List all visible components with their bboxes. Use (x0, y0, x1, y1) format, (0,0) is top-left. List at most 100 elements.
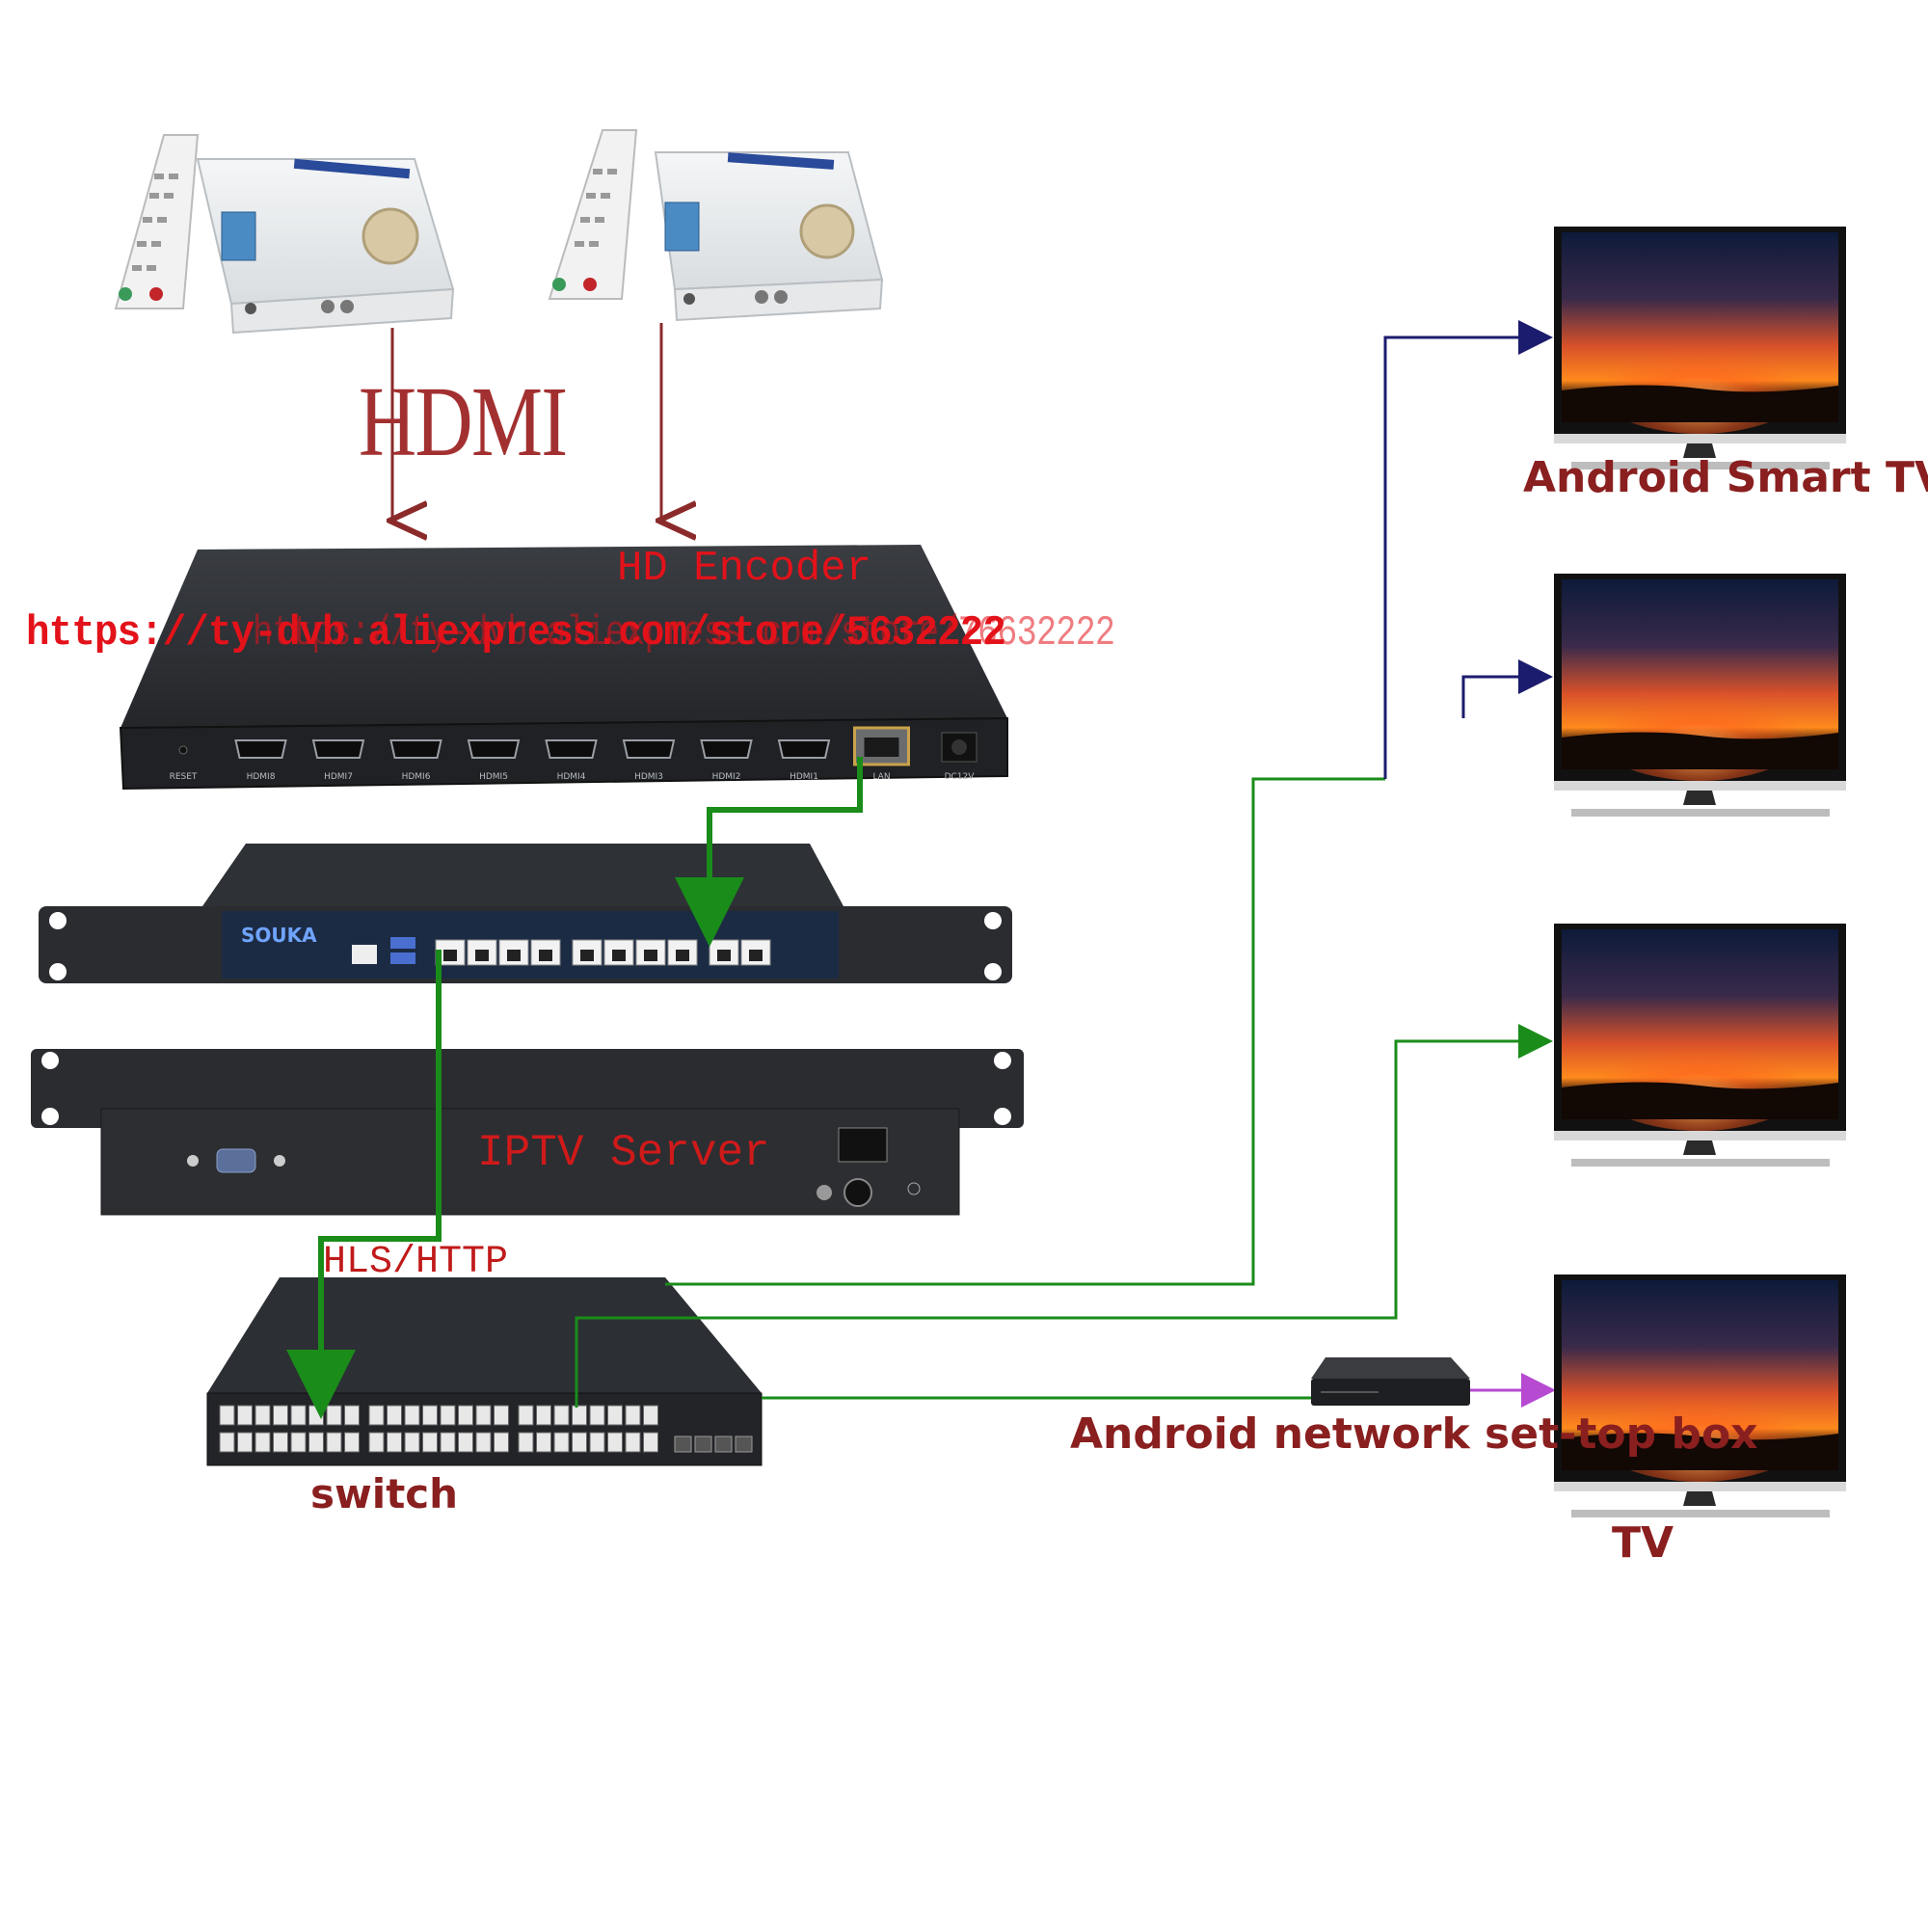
remote-control-2 (548, 129, 638, 300)
switch-ethernet-port (536, 1405, 551, 1426)
souka-brand-label: SOUKA (241, 924, 317, 947)
switch-ethernet-port (475, 1405, 492, 1426)
encoder-port-hdmi4: HDMI4 (545, 739, 598, 782)
switch-ethernet-port (237, 1432, 253, 1453)
encoder-port-hdmi5: HDMI5 (467, 739, 521, 782)
tv-3 (1554, 924, 1846, 1167)
switch-ethernet-port (553, 1432, 570, 1453)
switch-ethernet-port (254, 1432, 271, 1453)
switch-ethernet-port (404, 1432, 420, 1453)
switch-sfp-port (694, 1436, 712, 1453)
switch-ethernet-port (326, 1405, 342, 1426)
switch-ethernet-port (458, 1405, 473, 1426)
switch-ethernet-port (440, 1432, 456, 1453)
switch-ethernet-port (518, 1432, 534, 1453)
switch-ethernet-port (368, 1405, 385, 1426)
hdmi-label: HDMI (359, 366, 568, 477)
switch-ethernet-port (387, 1405, 402, 1426)
switch-ethernet-port (237, 1405, 253, 1426)
tv-2 (1554, 574, 1846, 817)
encoder-port-hdmi7: HDMI7 (311, 739, 365, 782)
switch-ethernet-port (475, 1432, 492, 1453)
switch-ethernet-port (572, 1432, 587, 1453)
network-switch-device (206, 1277, 763, 1466)
router-device (39, 844, 1012, 983)
iptv-server-label: IPTV Server (477, 1128, 770, 1178)
tv-4 (1554, 1275, 1846, 1517)
link-router-to-switch (286, 950, 442, 1419)
encoder-port-lan: LAN (853, 726, 910, 782)
tv-label: TV (1612, 1518, 1674, 1568)
encoder-port-label: DC12V (945, 772, 976, 782)
encoder-port-label: HDMI8 (247, 772, 276, 782)
settop-box-1 (196, 158, 455, 335)
encoder-port-hdmi8: HDMI8 (234, 739, 287, 782)
switch-ethernet-port (326, 1432, 342, 1453)
encoder-label: HD Encoder (617, 545, 872, 593)
switch-ethernet-port (344, 1432, 360, 1453)
switch-ethernet-port (572, 1405, 587, 1426)
switch-ethernet-port (494, 1405, 509, 1426)
switch-ethernet-port (553, 1405, 570, 1426)
switch-sfp-port (735, 1436, 753, 1453)
switch-sfp-port (714, 1436, 733, 1453)
encoder-port-label: HDMI3 (634, 772, 663, 782)
router-usb-port (390, 937, 415, 949)
encoder-port-label: RESET (170, 772, 198, 782)
switch-ethernet-port (643, 1432, 658, 1453)
tv-1 (1554, 227, 1846, 470)
switch-ethernet-port (273, 1405, 288, 1426)
switch-ethernet-port (458, 1432, 473, 1453)
switch-ethernet-port (643, 1405, 658, 1426)
encoder-port-label: HDMI4 (557, 772, 586, 782)
encoder-port-label: HDMI2 (712, 772, 741, 782)
encoder-port-label: LAN (872, 772, 890, 782)
link-to-smart-tv-2 (1461, 659, 1553, 718)
android-stb-label: Android network set-top box (1070, 1409, 1758, 1459)
router-usb-port (390, 953, 415, 964)
android-settop-box (1311, 1357, 1470, 1406)
android-smart-tv-label: Android Smart TV (1523, 453, 1928, 502)
switch-ethernet-port (536, 1432, 551, 1453)
store-url-label-overlap: https://ty-dvb.aliexpress.com/store/7663… (253, 609, 1115, 657)
switch-sfp-port (674, 1436, 692, 1453)
link-switch-to-tv-3 (575, 1024, 1553, 1408)
switch-ethernet-port (589, 1405, 605, 1426)
encoder-port-hdmi1: HDMI1 (777, 739, 831, 782)
encoder-port-hdmi3: HDMI3 (622, 739, 676, 782)
settop-box-2 (654, 151, 884, 322)
hls-http-label: HLS/HTTP (323, 1241, 509, 1284)
store-url-label: https://ty-dvb.aliexpress.com/store/5632… (26, 609, 1006, 657)
switch-ethernet-port (308, 1405, 324, 1426)
switch-ethernet-port (625, 1405, 641, 1426)
remote-control-1 (114, 134, 200, 309)
switch-ethernet-port (344, 1405, 360, 1426)
link-encoder-to-router (675, 757, 863, 947)
switch-ethernet-port (518, 1405, 534, 1426)
switch-ethernet-port (219, 1432, 235, 1453)
encoder-port-dc12v: DC12V (941, 732, 977, 782)
encoder-port-hdmi6: HDMI6 (389, 739, 442, 782)
switch-ethernet-port (422, 1405, 438, 1426)
switch-ethernet-port (589, 1432, 605, 1453)
switch-ethernet-port (422, 1432, 438, 1453)
iptv-server-device (31, 1049, 1024, 1216)
link-switch-to-smart-tvs (665, 777, 1385, 1286)
encoder-port-reset: RESET (170, 745, 198, 782)
switch-ethernet-port (387, 1432, 402, 1453)
encoder-port-label: HDMI1 (790, 772, 818, 782)
switch-ethernet-port (440, 1405, 456, 1426)
switch-ethernet-port (254, 1405, 271, 1426)
switch-ethernet-port (308, 1432, 324, 1453)
switch-ethernet-port (625, 1432, 641, 1453)
encoder-port-label: HDMI6 (402, 772, 431, 782)
switch-ethernet-port (273, 1432, 288, 1453)
switch-label: switch (310, 1470, 459, 1517)
router-console-port (352, 945, 377, 964)
encoder-port-label: HDMI7 (324, 772, 353, 782)
switch-ethernet-port (607, 1432, 623, 1453)
switch-ethernet-port (404, 1405, 420, 1426)
encoder-port-hdmi2: HDMI2 (700, 739, 753, 782)
